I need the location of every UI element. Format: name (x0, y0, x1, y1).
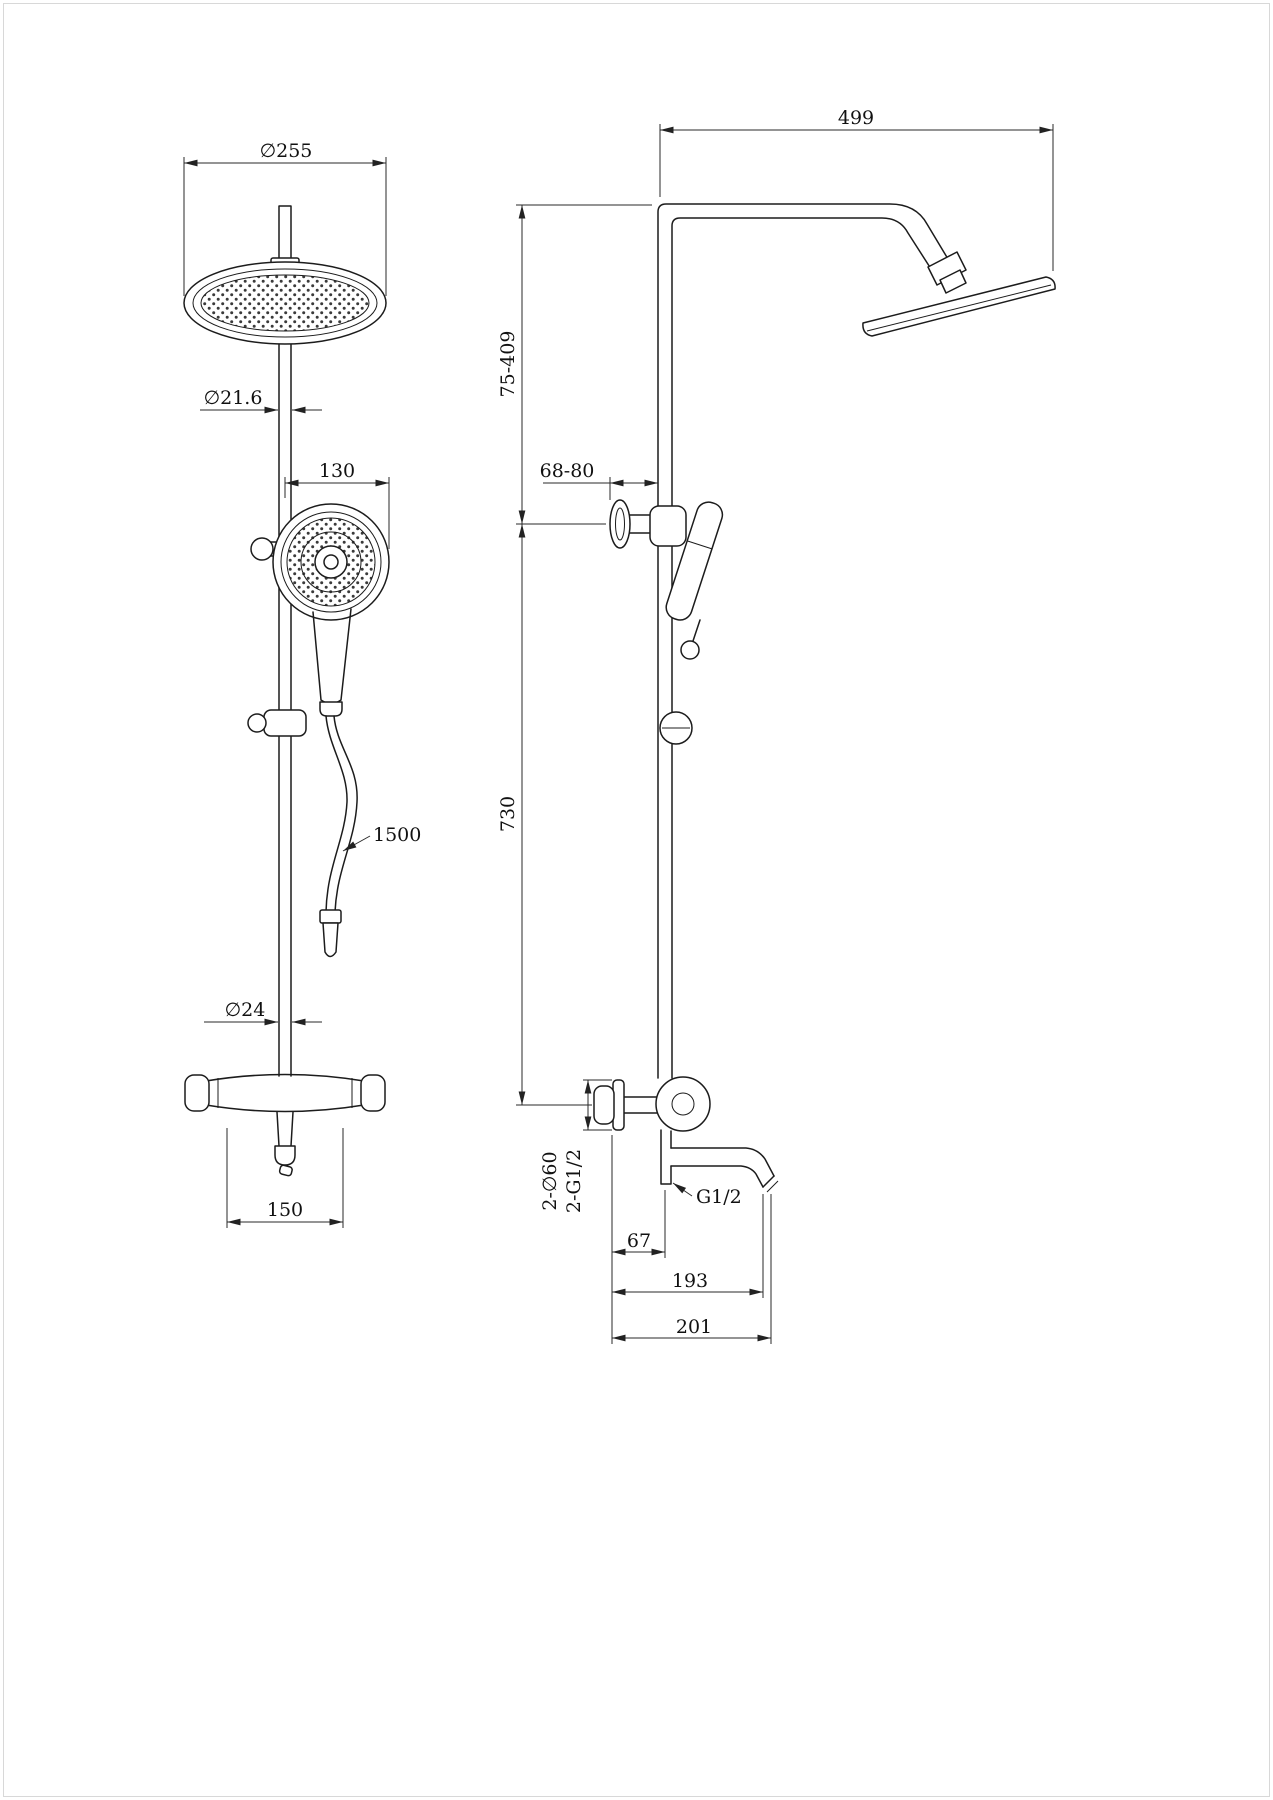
front-view: ∅255 ∅21.6 130 1500 ∅24 150 (183, 140, 421, 1228)
dim-bracket-wall-range: 68-80 (540, 460, 595, 482)
tub-spout-side (670, 1147, 779, 1193)
dim-spout-reach: 193 (672, 1270, 708, 1292)
dim-outlet-thread: G1/2 (696, 1186, 742, 1208)
side-view-dimensions: 499 75-409 68-80 730 2-∅60 2-G1/2 G1/2 6… (497, 107, 1054, 1344)
dim-upper-pipe-diameter: ∅21.6 (204, 387, 263, 409)
dim-inlet-spacing: 150 (267, 1199, 303, 1221)
dim-head-height-range: 75-409 (497, 331, 519, 398)
hand-shower-side (649, 501, 724, 660)
shower-hose-front (319, 715, 358, 958)
dim-escutcheon-spec: 2-∅60 (539, 1151, 561, 1210)
dim-riser-height: 730 (497, 796, 519, 832)
dim-hand-shower-width: 130 (319, 460, 355, 482)
dim-pipe-wall-offset: 67 (627, 1230, 651, 1252)
slider-side (659, 711, 693, 745)
dim-riser-diameter: ∅24 (225, 999, 266, 1021)
overhead-shower-side (862, 276, 1056, 337)
dim-overall-reach: 201 (676, 1316, 712, 1338)
mixer-body-front (184, 1073, 386, 1177)
dim-arm-reach: 499 (838, 107, 874, 129)
hand-shower-front (272, 503, 390, 717)
side-view: 499 75-409 68-80 730 2-∅60 2-G1/2 G1/2 6… (497, 107, 1056, 1344)
overhead-shower-front (183, 261, 387, 345)
riser-and-arm-side (657, 203, 967, 1079)
slider-bracket-front (247, 709, 307, 737)
dim-inlet-thread-spec: 2-G1/2 (563, 1149, 585, 1213)
front-view-dimensions: ∅255 ∅21.6 130 1500 ∅24 150 (183, 140, 421, 1228)
dim-head-diameter: ∅255 (260, 140, 313, 162)
dim-hose-length: 1500 (373, 824, 421, 846)
wall-bracket-side (609, 499, 659, 549)
mixer-side (593, 1076, 711, 1185)
